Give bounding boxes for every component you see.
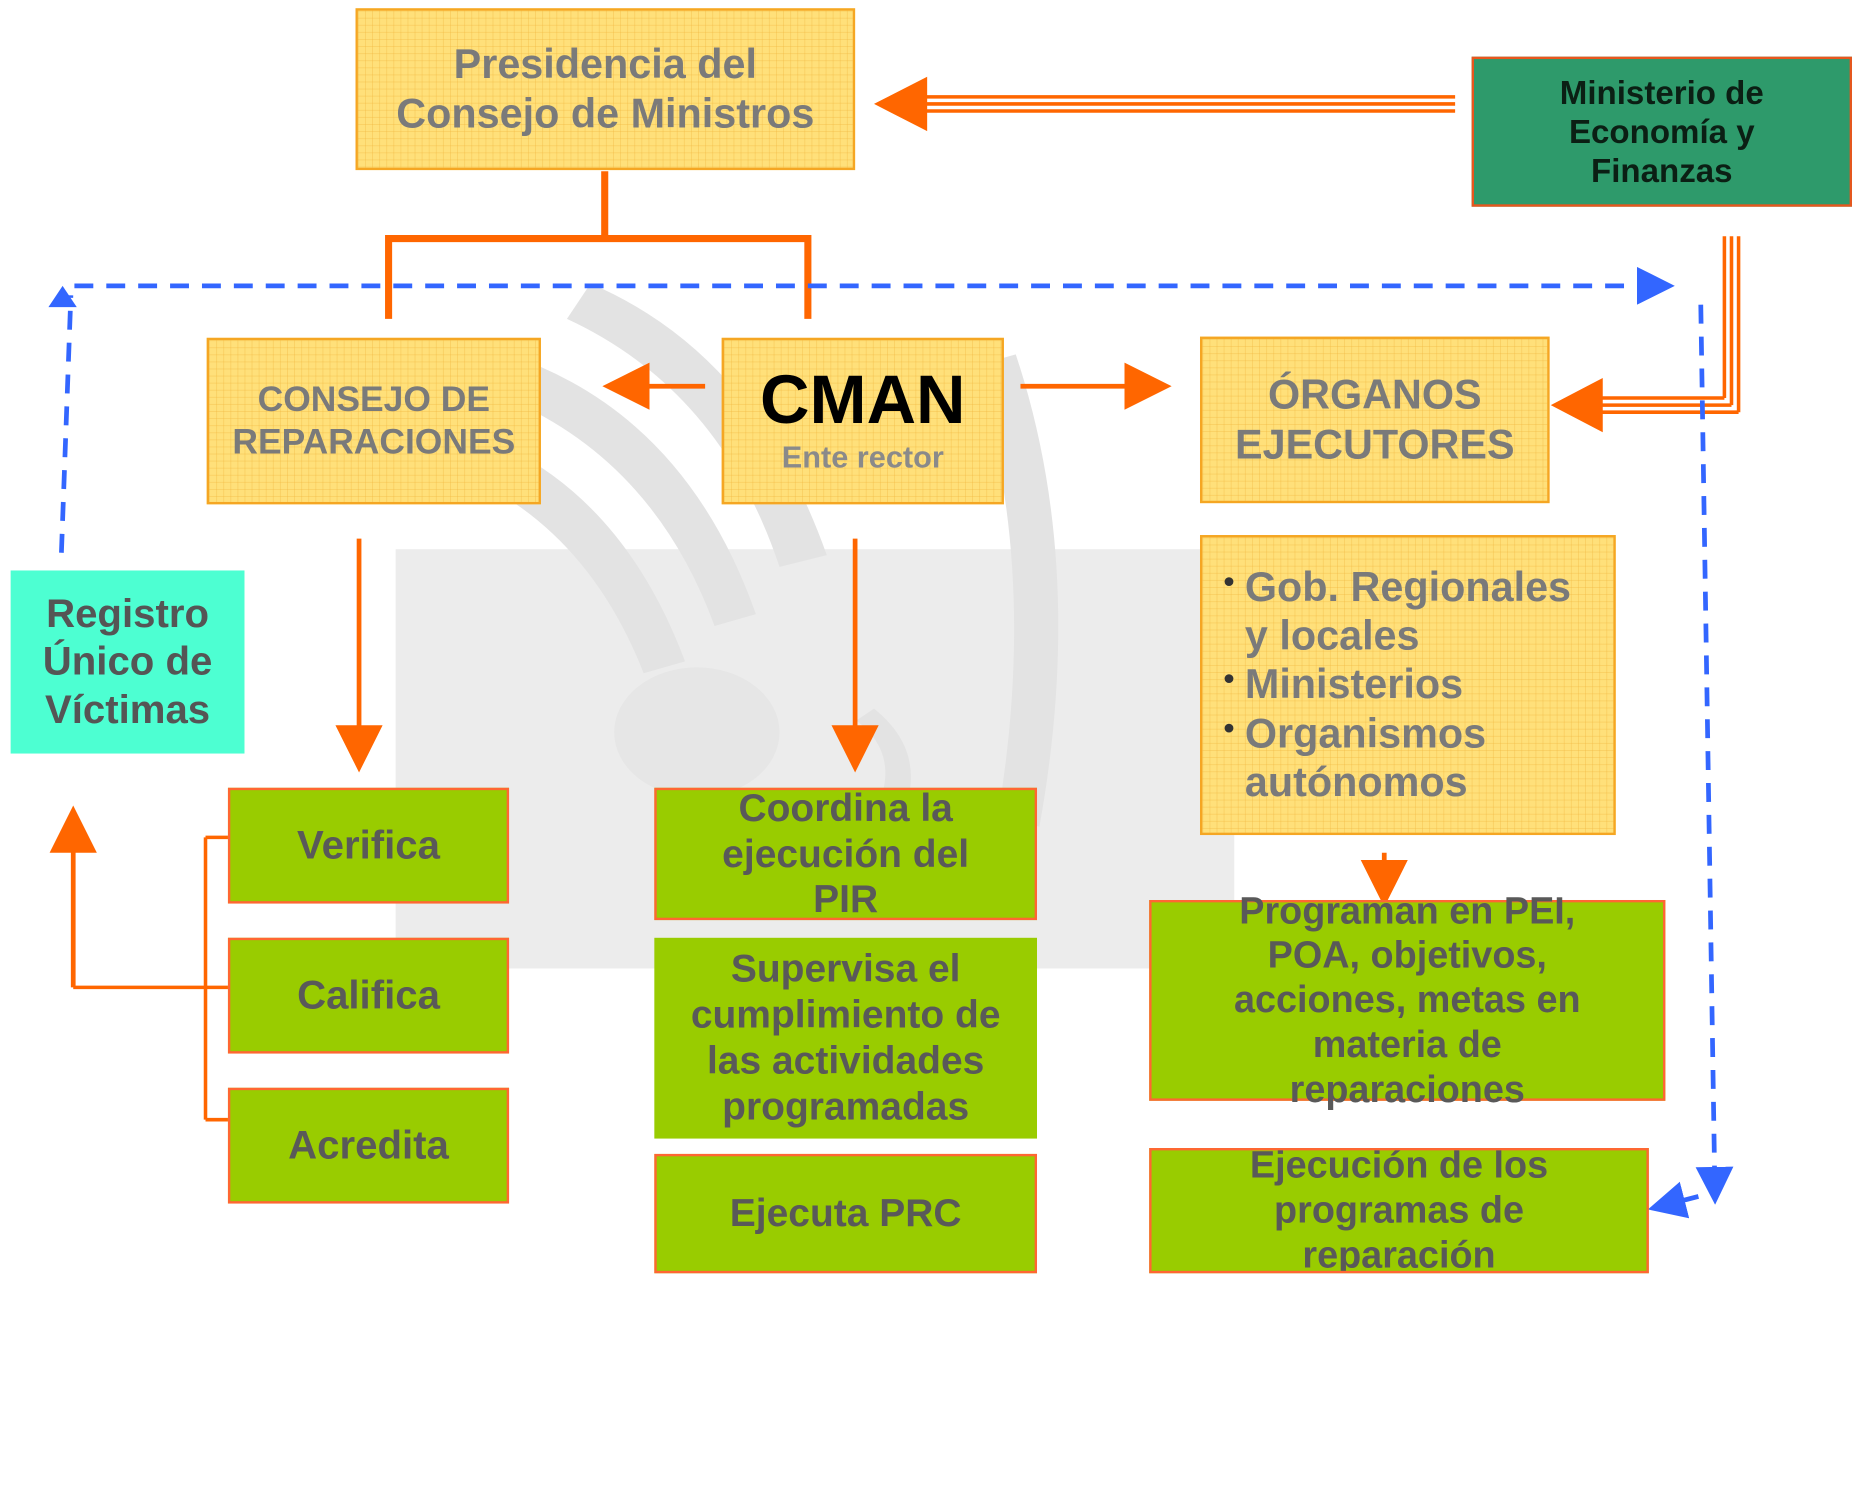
mef-to-presidencia-arrow [921, 95, 1456, 113]
organos-list-item: •Ministerios [1223, 660, 1464, 708]
verifica-box: Verifica [227, 787, 510, 904]
coordina-box: Coordina la ejecución del PIR [654, 785, 1038, 921]
registro-box: Registro Único de Víctimas [10, 570, 245, 754]
mef-to-organos-arrow [1596, 236, 1741, 414]
organos-list: •Gob. Regionales y locales •Ministerios … [1202, 563, 1613, 807]
presidencia-box: Presidencia del Consejo de Ministros [355, 8, 856, 171]
connectors [48, 76, 1741, 1219]
bracket-connector [73, 835, 228, 1122]
presidencia-tree [385, 171, 812, 319]
feedback-loop [59, 266, 1734, 1219]
organos-list-item: •Organismos autónomos [1223, 709, 1487, 806]
cman-subtitle: Ente rector [781, 439, 944, 475]
mef-box: Ministerio de Economía y Finanzas [1471, 56, 1852, 207]
cman-title: CMAN [760, 361, 966, 439]
consejo-box: CONSEJO DE REPARACIONES [206, 337, 541, 505]
ejecucion-box: Ejecución de los programas de reparación [1149, 1148, 1649, 1274]
acredita-box: Acredita [227, 1087, 510, 1204]
califica-box: Califica [227, 937, 510, 1054]
ejecuta-box: Ejecuta PRC [654, 1153, 1038, 1274]
cman-box: CMAN Ente rector [721, 337, 1004, 505]
organos-list-item: •Gob. Regionales y locales [1223, 563, 1572, 660]
organos-list-box: •Gob. Regionales y locales •Ministerios … [1199, 535, 1616, 836]
supervisa-box: Supervisa el cumplimiento de las activid… [654, 937, 1038, 1139]
feedback-loop-top-head [48, 285, 77, 308]
programan-box: Programan en PEI, POA, objetivos, accion… [1149, 889, 1666, 1110]
organos-box: ÓRGANOS EJECUTORES [1199, 336, 1550, 504]
mef-to-presidencia-head [874, 76, 928, 132]
mef-to-organos-head [1550, 377, 1603, 433]
